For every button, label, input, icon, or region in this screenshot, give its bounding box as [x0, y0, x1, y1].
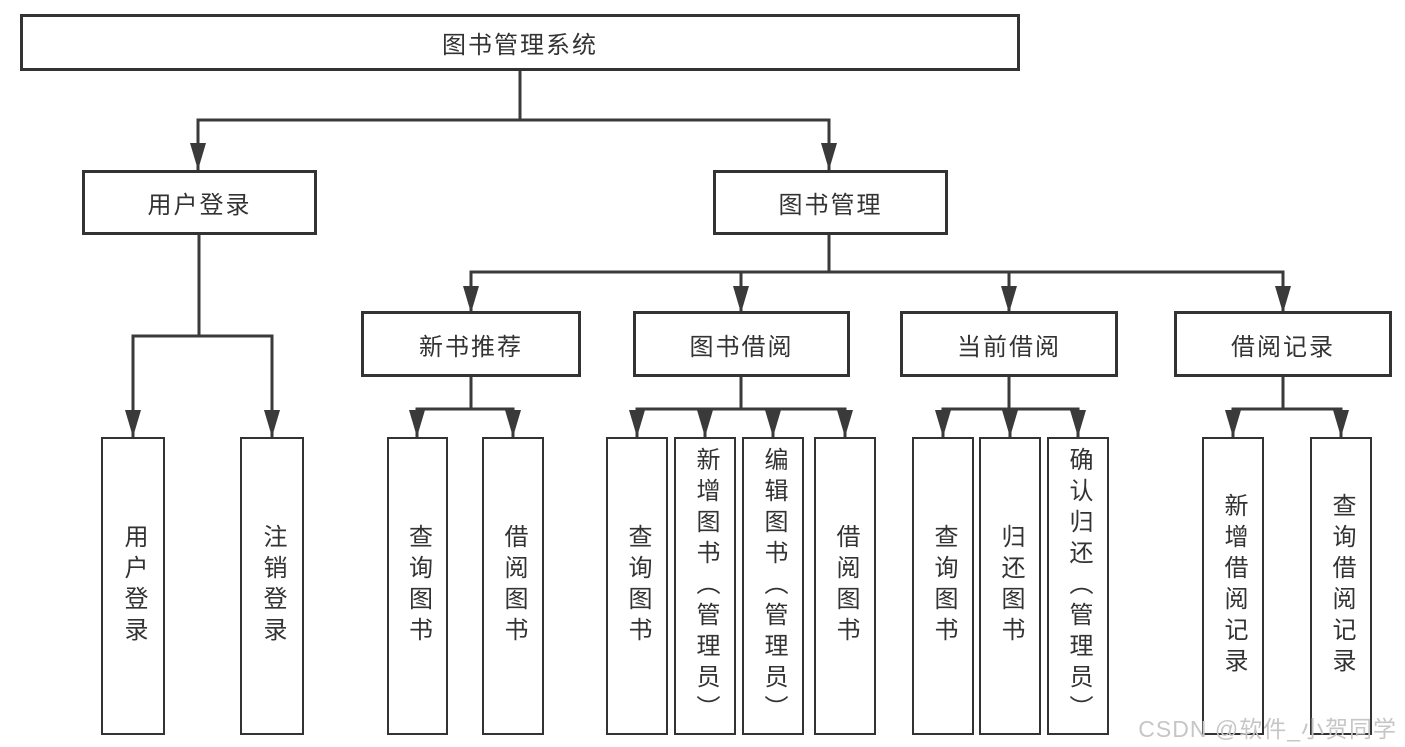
- connector-mgmt-to-level2: [469, 235, 1285, 313]
- leaf-confirm-return-admin: 确认归还（管理员）: [1047, 437, 1109, 735]
- leaf-query-borrow-record: 查询借阅记录: [1310, 437, 1372, 735]
- arrowheads-login-leaves: [125, 410, 280, 437]
- connector-root-to-level1: [196, 71, 831, 170]
- leaf-query-books-recommend: 查询图书: [387, 437, 448, 735]
- node-root-system: 图书管理系统: [20, 14, 1020, 71]
- leaf-add-books-admin: 新增图书（管理员）: [674, 437, 736, 735]
- connector-borrow-to-leaves: [635, 377, 847, 437]
- node-book-management: 图书管理: [713, 170, 948, 235]
- leaf-user-login: 用户登录: [101, 437, 165, 735]
- leaf-logout: 注销登录: [240, 437, 304, 735]
- arrowheads-newbooks-leaves: [409, 410, 521, 437]
- node-new-book-recommend: 新书推荐: [361, 311, 581, 377]
- leaf-borrow-books-recommend: 借阅图书: [482, 437, 544, 735]
- arrowheads-level2: [463, 286, 1291, 313]
- leaf-add-borrow-record: 新增借阅记录: [1202, 437, 1264, 735]
- connector-records-to-leaves: [1231, 377, 1343, 437]
- connector-newbooks-to-leaves: [415, 377, 515, 437]
- arrowheads-current-leaves: [935, 410, 1086, 437]
- leaf-borrow-books: 借阅图书: [814, 437, 876, 735]
- csdn-watermark: CSDN @软件_小贺同学: [1138, 716, 1397, 742]
- arrowheads-records-leaves: [1225, 410, 1349, 437]
- node-borrow-records: 借阅记录: [1174, 311, 1392, 377]
- node-user-login: 用户登录: [82, 170, 317, 235]
- leaf-return-books: 归还图书: [979, 437, 1041, 735]
- arrowheads-level1: [190, 143, 837, 170]
- arrowheads-borrow-leaves: [629, 410, 853, 437]
- leaf-query-books-borrow: 查询图书: [606, 437, 668, 735]
- node-book-borrow: 图书借阅: [633, 311, 850, 377]
- leaf-query-books-current: 查询图书: [912, 437, 974, 735]
- node-current-borrow: 当前借阅: [900, 311, 1118, 377]
- leaf-edit-books-admin: 编辑图书（管理员）: [742, 437, 804, 735]
- connector-login-to-leaves: [131, 235, 274, 437]
